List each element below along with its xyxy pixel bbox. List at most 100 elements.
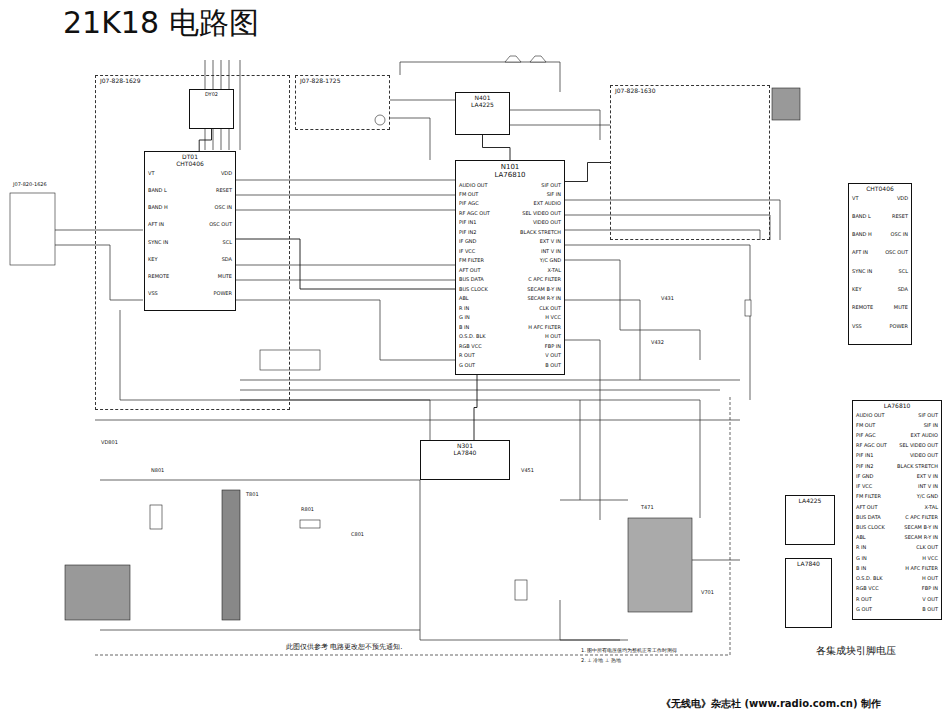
pin-name: AUDIO OUT bbox=[855, 413, 886, 419]
pin-name: ABL bbox=[855, 535, 867, 541]
part-label: DT01 bbox=[181, 154, 199, 161]
ic-box: CHT0406VTBAND LBAND HAFT INSYNC INKEYREM… bbox=[848, 183, 912, 345]
pin-name: AUDIO OUT bbox=[458, 183, 489, 189]
pin-name: VIDEO OUT bbox=[532, 220, 562, 226]
wire bbox=[100, 400, 740, 640]
pin-name: Y/C GND bbox=[539, 258, 562, 264]
part-ref: T471 bbox=[640, 505, 655, 511]
board-region: J07-828-1630 bbox=[610, 85, 770, 240]
ic-box: N101LA76810AUDIO OUTFM OUTPIF AGCRF AGC … bbox=[455, 160, 565, 375]
wire bbox=[400, 62, 560, 92]
pin-name: SIF OUT bbox=[917, 413, 939, 419]
note-text: 各集成块引脚电压 bbox=[815, 645, 897, 657]
pin-name: EXT V IN bbox=[916, 474, 939, 480]
wire bbox=[390, 62, 610, 160]
pin-name: SYNC IN bbox=[147, 240, 169, 246]
pin-name: KEY bbox=[851, 287, 863, 293]
pin-name: VDD bbox=[220, 171, 233, 177]
pin-name: BAND L bbox=[851, 214, 872, 220]
part-label: LA76810 bbox=[493, 171, 526, 179]
pin-name: RGB VCC bbox=[855, 586, 880, 592]
pin-name: G OUT bbox=[855, 607, 873, 613]
wire bbox=[55, 230, 430, 440]
pin-name: SECAM B-Y IN bbox=[903, 525, 939, 531]
pin-name: RESET bbox=[891, 214, 909, 220]
pin-name: POWER bbox=[212, 291, 233, 297]
signal-wire bbox=[474, 375, 477, 440]
pin-name: REMOTE bbox=[147, 274, 170, 280]
pin-name: PIF IN1 bbox=[458, 220, 477, 226]
pin-name: OSC OUT bbox=[208, 222, 233, 228]
part-ref: VD801 bbox=[100, 440, 119, 446]
wire bbox=[65, 88, 800, 620]
pin-name: EXT V IN bbox=[539, 239, 562, 245]
pin-name: PIF IN2 bbox=[458, 230, 477, 236]
pin-name: G OUT bbox=[458, 363, 476, 369]
pin-name: SEL VIDEO OUT bbox=[898, 443, 939, 449]
pin-name: B IN bbox=[855, 566, 867, 572]
pin-name: VT bbox=[851, 196, 859, 202]
pin-name: EXT AUDIO bbox=[533, 201, 562, 207]
pin-name: B IN bbox=[458, 325, 470, 331]
pin-name: BAND H bbox=[147, 205, 169, 211]
pin-name: VT bbox=[147, 171, 155, 177]
pin-name: SIF OUT bbox=[540, 183, 562, 189]
pin-name: C APC FILTER bbox=[904, 515, 939, 521]
pin-name: EXT AUDIO bbox=[910, 433, 939, 439]
wire bbox=[95, 395, 730, 655]
pin-name: H VCC bbox=[544, 315, 562, 321]
pin-name: X-TAL bbox=[924, 505, 939, 511]
part-ref: V451 bbox=[520, 468, 535, 474]
wire bbox=[375, 115, 385, 125]
pin-name: G IN bbox=[458, 315, 471, 321]
pin-name: BLACK STRETCH bbox=[519, 230, 562, 236]
pin-name: RGB VCC bbox=[458, 344, 483, 350]
ic-box: LA76810AUDIO OUTFM OUTPIF AGCRF AGC OUTP… bbox=[852, 400, 942, 620]
pin-name: FBP IN bbox=[921, 586, 939, 592]
pin-name: SDA bbox=[897, 287, 909, 293]
wire bbox=[628, 518, 692, 612]
note-text: 1. 图中所有电压值均为整机正常工作时测得 bbox=[580, 648, 678, 654]
pin-name: R OUT bbox=[458, 353, 476, 359]
pin-name: REMOTE bbox=[851, 305, 874, 311]
pin-name: R IN bbox=[855, 545, 867, 551]
pin-name: FM FILTER bbox=[458, 258, 485, 264]
note-text: 此图仅供参考 电路更改恕不预先通知. bbox=[285, 643, 403, 651]
pin-name: BAND L bbox=[147, 188, 168, 194]
wire bbox=[260, 350, 320, 370]
wire bbox=[745, 300, 751, 316]
pin-name: SECAM R-Y IN bbox=[904, 535, 940, 541]
pin-name: OSC OUT bbox=[884, 250, 909, 256]
pin-name: Y/C GND bbox=[916, 494, 939, 500]
diagram-title: 21K18 电路图 bbox=[62, 6, 260, 41]
part-label: J07-828-1629 bbox=[99, 78, 141, 85]
pin-name: MUTE bbox=[217, 274, 233, 280]
wire bbox=[95, 380, 740, 420]
pin-name: VDD bbox=[896, 196, 909, 202]
part-label: LA4225 bbox=[798, 498, 823, 505]
ic-box: LA4225 bbox=[785, 495, 835, 545]
pin-name: O.S.D. BLK bbox=[458, 334, 487, 340]
pin-name: SECAM B-Y IN bbox=[526, 287, 562, 293]
wire bbox=[505, 56, 546, 62]
pin-name: PIF AGC bbox=[855, 433, 877, 439]
wire bbox=[10, 56, 751, 600]
pin-name: SIF IN bbox=[546, 192, 562, 198]
pin-name: VSS bbox=[851, 324, 863, 330]
pin-name: H VCC bbox=[921, 556, 939, 562]
pin-name: INT V IN bbox=[540, 249, 562, 255]
pin-name: AFT OUT bbox=[855, 505, 879, 511]
ic-box: LA7840 bbox=[785, 558, 832, 628]
pin-name: BUS CLOCK bbox=[855, 525, 886, 531]
pin-name: H AFC FILTER bbox=[904, 566, 939, 572]
pin-name: BAND H bbox=[851, 232, 873, 238]
pin-name: FM FILTER bbox=[855, 494, 882, 500]
part-label: LA4225 bbox=[470, 102, 495, 109]
part-ref: J07-820-1626 bbox=[12, 182, 48, 188]
part-label: LA76810 bbox=[883, 403, 912, 410]
pin-name: FM OUT bbox=[458, 192, 479, 198]
wire bbox=[515, 580, 527, 600]
part-label: LA7840 bbox=[453, 450, 478, 457]
pin-name: SCL bbox=[222, 240, 233, 246]
